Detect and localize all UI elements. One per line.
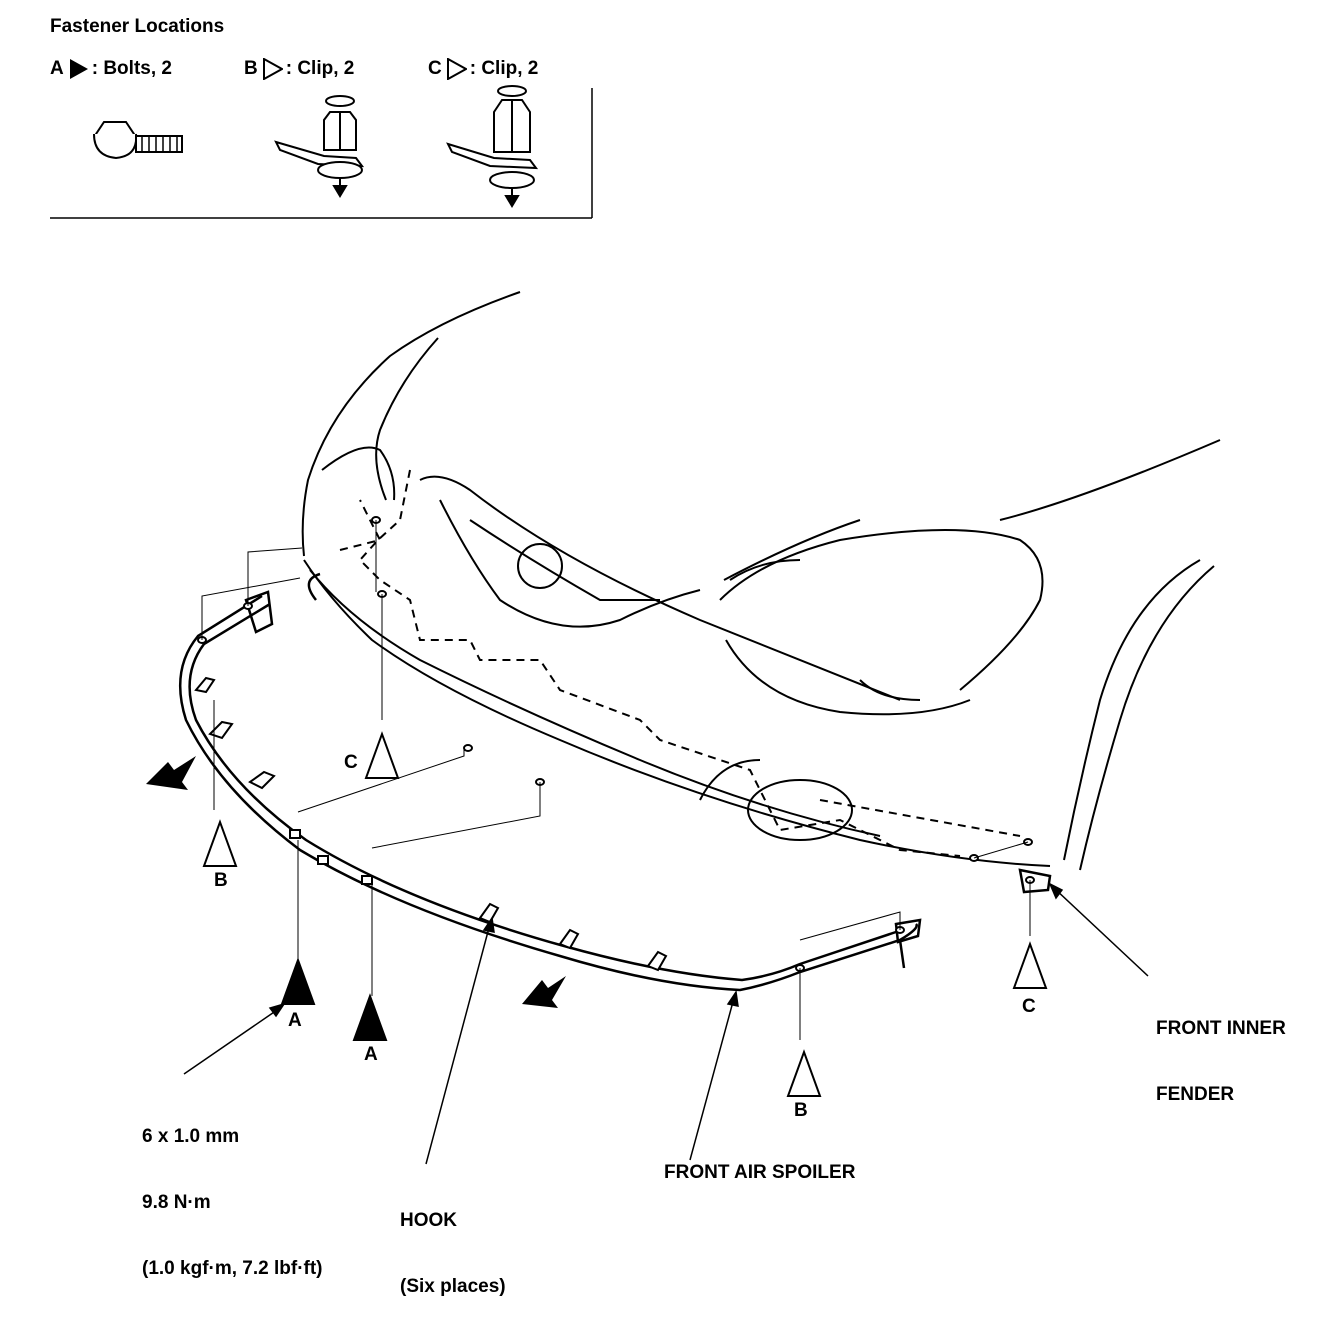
- legend-title: Fastener Locations: [50, 16, 225, 37]
- legend-letter: C: [428, 58, 442, 79]
- legend-letter: A: [50, 58, 64, 79]
- legend-text: : Bolts, 2: [91, 58, 172, 79]
- clip-c-icon: [446, 85, 539, 208]
- marker-label-b: B: [214, 870, 228, 891]
- spoiler-callout: FRONT AIR SPOILER: [664, 1162, 856, 1183]
- bolt-icon: [93, 121, 183, 160]
- bolt-spec-callout: 6 x 1.0 mm 9.8 N·m (1.0 kgf·m, 7.2 lbf·f…: [142, 1082, 323, 1302]
- open-triangle-icon: [446, 58, 467, 80]
- front-air-spoiler-diagram: [50, 85, 1221, 1165]
- bolt-size: 6 x 1.0 mm: [142, 1126, 240, 1147]
- marker-label-c: C: [344, 752, 358, 773]
- clip-b-icon: [274, 95, 365, 198]
- legend-frame: [50, 88, 593, 219]
- legend-item-b: B : Clip, 2: [244, 58, 354, 80]
- hook-callout: HOOK (Six places): [400, 1166, 506, 1320]
- open-triangle-icon: [262, 58, 283, 80]
- legend-item-a: A : Bolts, 2: [50, 58, 172, 80]
- legend-text: : Clip, 2: [469, 58, 539, 79]
- bolt-torque-alt: (1.0 kgf·m, 7.2 lbf·ft): [142, 1258, 323, 1279]
- inner-fender-line1: FRONT INNER: [1156, 1018, 1286, 1039]
- open-triangle-icon: [1012, 941, 1048, 989]
- marker-label-a: A: [364, 1044, 378, 1065]
- open-triangle-icon: [202, 819, 238, 867]
- hook-markers: [194, 516, 1035, 972]
- front-air-spoiler: [178, 572, 1052, 992]
- hook-count: (Six places): [400, 1276, 506, 1297]
- inner-fender-callout: FRONT INNER FENDER: [1156, 974, 1286, 1128]
- open-triangle-icon: [364, 731, 400, 779]
- legend-letter: B: [244, 58, 258, 79]
- hidden-lines: [339, 469, 1021, 857]
- legend-text: : Clip, 2: [285, 58, 355, 79]
- legend-item-c: C : Clip, 2: [428, 58, 538, 80]
- open-triangle-icon: [786, 1049, 822, 1097]
- marker-label-c: C: [1022, 996, 1036, 1017]
- marker-label-a: A: [288, 1010, 302, 1031]
- direction-arrow-icon: [522, 976, 566, 1008]
- car-body: [301, 291, 1221, 871]
- inner-fender-line2: FENDER: [1156, 1084, 1235, 1105]
- alignment-lines: [201, 520, 1031, 1040]
- bolt-torque-nm: 9.8 N·m: [142, 1192, 211, 1213]
- direction-arrow-icon: [146, 756, 196, 790]
- hook-label: HOOK: [400, 1210, 457, 1231]
- filled-triangle-icon: [280, 957, 316, 1005]
- filled-triangle-icon: [352, 993, 388, 1041]
- marker-label-b: B: [794, 1100, 808, 1121]
- filled-triangle-icon: [69, 59, 88, 79]
- fastener-markers: [202, 731, 1048, 1097]
- callout-arrows: [183, 882, 1149, 1165]
